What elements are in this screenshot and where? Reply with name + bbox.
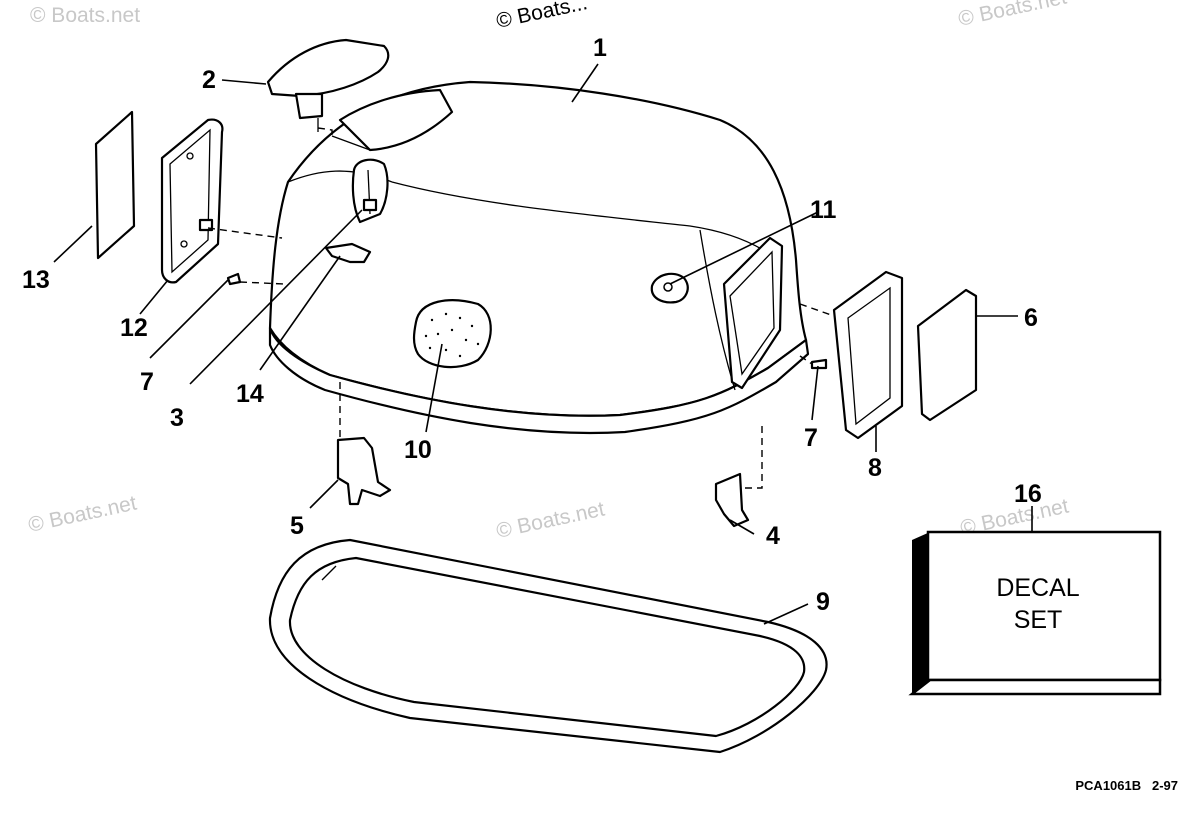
foam-pad (412, 299, 492, 369)
callout-3: 3 (170, 404, 184, 432)
assembly-lines (207, 227, 835, 489)
decal-box-line2: SET (1014, 606, 1063, 634)
callout-6: 6 (1024, 304, 1038, 332)
bracket-right (714, 472, 750, 528)
watermark-top-right: © Boats.net (956, 0, 1069, 31)
callout-14: 14 (236, 380, 264, 408)
decal-box-line1: DECAL (996, 574, 1079, 602)
watermark-mid-left: © Boats.net (26, 491, 139, 536)
callout-10: 10 (404, 436, 432, 464)
callout-1: 1 (593, 34, 607, 62)
figure-code: PCA1061B 2-97 (1075, 778, 1178, 793)
callout-2: 2 (202, 66, 216, 94)
callout-5: 5 (290, 512, 304, 540)
window-frame (832, 270, 904, 440)
callouts: 1 2 3 4 5 6 7 7 8 9 10 11 12 13 14 16 (22, 34, 1042, 616)
callout-7-left: 7 (140, 368, 154, 396)
vent-cap (266, 38, 390, 138)
screw-left (226, 272, 242, 286)
window-decal (916, 288, 978, 422)
callout-11: 11 (810, 196, 837, 224)
side-cover (160, 118, 224, 284)
seal-gasket (268, 538, 828, 754)
decal-set-box: DECAL SET (908, 530, 1162, 696)
callout-12: 12 (120, 314, 148, 342)
leader-lines (53, 63, 1033, 625)
latch-clip (324, 242, 372, 264)
callout-16: 16 (1014, 480, 1042, 508)
side-decal (94, 110, 136, 260)
callout-8: 8 (868, 454, 882, 482)
engine-cover (268, 80, 810, 435)
callout-4: 4 (766, 522, 780, 550)
foam-pad-texture (424, 312, 480, 358)
callout-13: 13 (22, 266, 50, 294)
watermark-top-center: © Boats... (494, 0, 589, 33)
grommet (650, 272, 689, 304)
watermark-mid-center: © Boats.net (494, 497, 607, 542)
bracket-left (336, 436, 392, 506)
callout-9: 9 (816, 588, 830, 616)
callout-7-right: 7 (804, 424, 818, 452)
watermark-top-left: © Boats.net (30, 4, 140, 27)
latch-bolt (351, 158, 389, 224)
screw-right (810, 358, 828, 370)
